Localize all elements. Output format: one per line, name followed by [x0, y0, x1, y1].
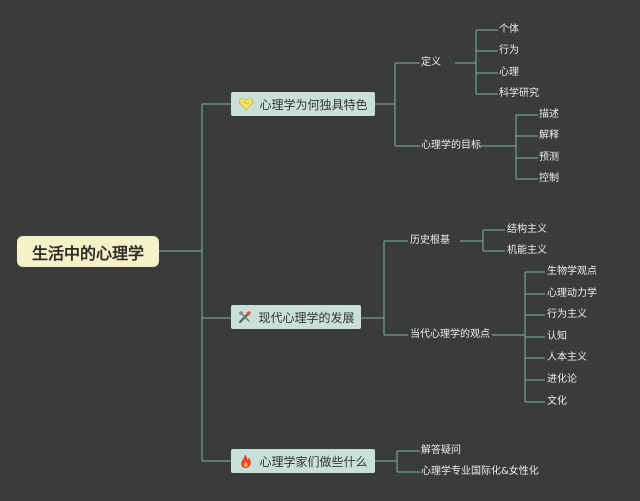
topic-historical-roots[interactable]: 历史根基 [410, 235, 450, 246]
leaf-behavior[interactable]: 行为 [499, 45, 519, 56]
topic-answer-questions[interactable]: 解答疑问 [421, 445, 461, 456]
leaf-mind[interactable]: 心理 [499, 67, 519, 78]
branch-what-psychologists-do[interactable]: 心理学家们做些什么 [231, 449, 375, 473]
leaf-scientific-research[interactable]: 科学研究 [499, 88, 539, 99]
leaf-explain[interactable]: 解释 [539, 130, 559, 141]
root-topic[interactable]: 生活中的心理学 [17, 236, 159, 267]
leaf-behaviorism[interactable]: 行为主义 [547, 309, 587, 320]
topic-contemporary-perspectives[interactable]: 当代心理学的观点 [410, 329, 490, 340]
leaf-structuralism[interactable]: 结构主义 [507, 224, 547, 235]
leaf-control[interactable]: 控制 [539, 173, 559, 184]
heart-brain-icon [238, 96, 254, 112]
topic-internationalization-feminization[interactable]: 心理学专业国际化&女性化 [421, 466, 539, 477]
leaf-evolutionary[interactable]: 进化论 [547, 374, 577, 385]
branch-label: 心理学为何独具特色 [259, 97, 368, 112]
fire-icon [238, 453, 254, 469]
branch-label: 心理学家们做些什么 [259, 454, 368, 469]
branch-why-special[interactable]: 心理学为何独具特色 [231, 92, 375, 116]
root-topic-label: 生活中的心理学 [31, 243, 144, 263]
topic-definition[interactable]: 定义 [421, 57, 441, 68]
leaf-humanism[interactable]: 人本主义 [547, 352, 587, 363]
leaf-individual[interactable]: 个体 [499, 24, 519, 35]
leaf-functionalism[interactable]: 机能主义 [507, 245, 547, 256]
leaf-psychodynamic[interactable]: 心理动力学 [547, 288, 597, 299]
leaf-biological[interactable]: 生物学观点 [547, 266, 597, 277]
branch-label: 现代心理学的发展 [258, 310, 355, 325]
leaf-cognitive[interactable]: 认知 [547, 331, 567, 342]
leaf-predict[interactable]: 预测 [539, 152, 559, 163]
branch-modern-development[interactable]: 现代心理学的发展 [231, 305, 361, 329]
tools-icon [237, 309, 253, 325]
leaf-describe[interactable]: 描述 [539, 109, 559, 120]
leaf-culture[interactable]: 文化 [547, 396, 567, 407]
topic-goals[interactable]: 心理学的目标 [421, 140, 481, 151]
